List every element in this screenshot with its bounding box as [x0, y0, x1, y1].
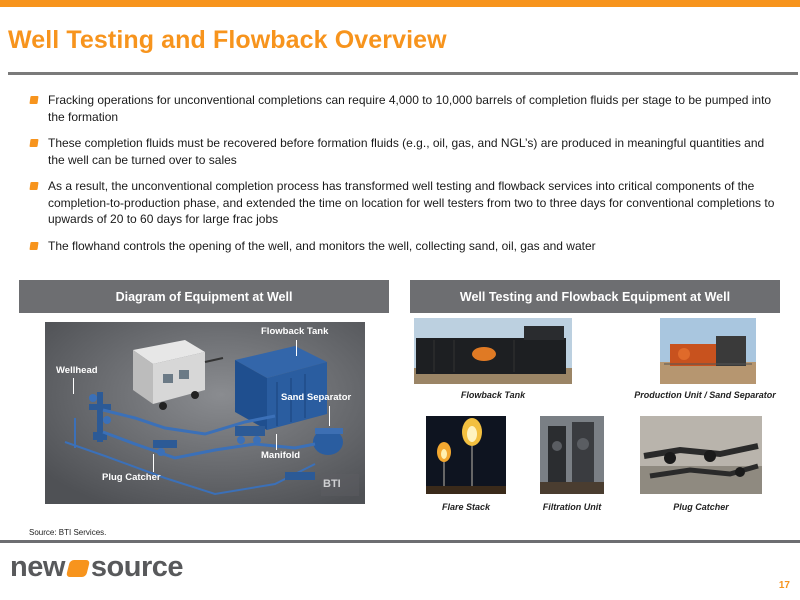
bullet-item: The flowhand controls the opening of the…: [29, 238, 775, 255]
caption-flare-stack: Flare Stack: [441, 502, 491, 512]
bullet-text: These completion fluids must be recovere…: [48, 136, 765, 167]
leader-line: [296, 340, 297, 356]
logo-mark-icon: [65, 559, 91, 577]
photo-plug-catcher: [640, 416, 762, 494]
bullet-text: Fracking operations for unconventional c…: [48, 93, 772, 124]
top-accent-bar: [0, 0, 800, 7]
diagram-watermark: BTI: [323, 478, 341, 490]
leader-line: [276, 434, 277, 450]
production-unit-image: [660, 318, 756, 384]
label-flowback-tank: Flowback Tank: [261, 326, 329, 337]
bullet-list: Fracking operations for unconventional c…: [29, 92, 775, 264]
newsource-logo: new source: [10, 550, 184, 583]
label-manifold: Manifold: [261, 450, 301, 461]
page-title: Well Testing and Flowback Overview: [8, 26, 447, 54]
label-plug-catcher: Plug Catcher: [102, 472, 161, 483]
title-divider: [8, 72, 798, 75]
logo-text-new: new: [10, 550, 65, 583]
page-number: 17: [778, 580, 790, 591]
caption-plug-catcher: Plug Catcher: [673, 502, 729, 512]
bullet-marker-icon: [29, 241, 39, 250]
source-note: Source: BTI Services.: [29, 528, 107, 537]
bullet-marker-icon: [29, 182, 39, 190]
label-wellhead: Wellhead: [56, 365, 98, 376]
diagram-section-header: Diagram of Equipment at Well: [19, 280, 389, 313]
label-sand-separator: Sand Separator: [281, 392, 352, 403]
leader-line: [73, 378, 74, 394]
flare-stack-image: [426, 416, 506, 494]
flowback-tank-image: [414, 318, 572, 384]
bullet-text: As a result, the unconventional completi…: [48, 179, 775, 226]
equipment-diagram: Flowback Tank Wellhead Sand Separator Ma…: [45, 322, 365, 504]
bullet-item: As a result, the unconventional completi…: [29, 178, 775, 228]
bullet-text: The flowhand controls the opening of the…: [48, 238, 596, 253]
equipment-diagram-illustration: [45, 322, 365, 504]
footer-divider: [0, 540, 800, 543]
bullet-item: Fracking operations for unconventional c…: [29, 92, 775, 125]
photo-production-unit: [660, 318, 756, 384]
bullet-marker-icon: [29, 96, 39, 104]
leader-line: [153, 454, 154, 472]
filtration-unit-image: [540, 416, 604, 494]
photo-flowback-tank: [414, 318, 572, 384]
equipment-section-header: Well Testing and Flowback Equipment at W…: [410, 280, 780, 313]
photo-flare-stack: [426, 416, 506, 494]
caption-production-unit: Production Unit / Sand Separator: [634, 390, 776, 400]
caption-flowback-tank: Flowback Tank: [460, 390, 526, 400]
bullet-marker-icon: [29, 139, 39, 147]
photo-filtration-unit: [540, 416, 604, 494]
plug-catcher-image: [640, 416, 762, 494]
leader-line: [329, 406, 330, 426]
logo-text-source: source: [90, 550, 184, 583]
bullet-item: These completion fluids must be recovere…: [29, 135, 775, 168]
caption-filtration-unit: Filtration Unit: [542, 502, 602, 512]
